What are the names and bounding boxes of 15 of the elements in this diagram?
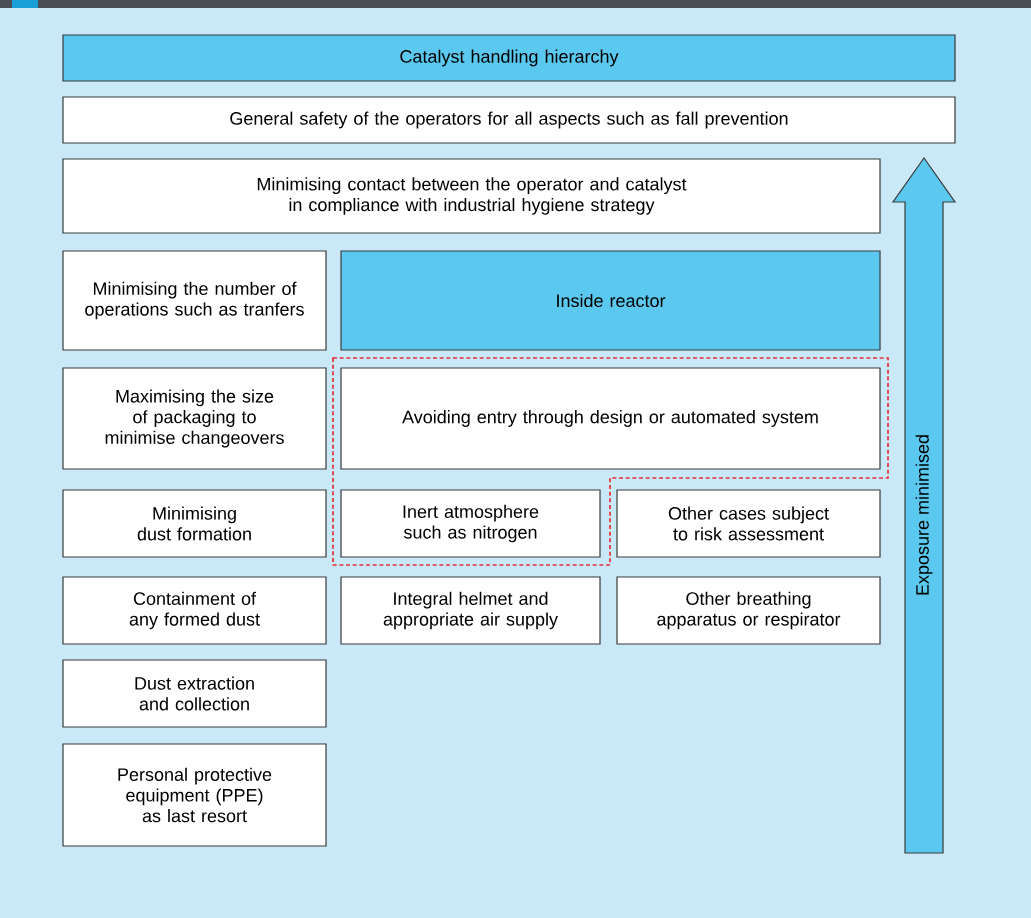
text-box: Inert atmosphere such as nitrogen	[340, 489, 601, 558]
text-box: Maximising the size of packaging to minimise changeovers	[62, 367, 327, 470]
text-box: Minimising dust formation	[62, 489, 327, 558]
text-box: Avoiding entry through design or automated system	[340, 367, 881, 470]
highlight-box: Inside reactor	[340, 250, 881, 351]
text-box: General safety of the operators for all aspects such as fall prevention	[62, 96, 956, 144]
text-box: Dust extraction and collection	[62, 659, 327, 728]
text-box: Minimising contact between the operator and catalyst in compliance with industrial hygiene strategy	[62, 158, 881, 234]
text-box: Integral helmet and appropriate air supply	[340, 576, 601, 645]
text-box: Other breathing apparatus or respirator	[616, 576, 881, 645]
text-box: Personal protective equipment (PPE) as last resort	[62, 743, 327, 847]
text-box: Minimising the number of operations such as tranfers	[62, 250, 327, 351]
text-box: Other cases subject to risk assessment	[616, 489, 881, 558]
text-box: Containment of any formed dust	[62, 576, 327, 645]
heading-box: Catalyst handling hierarchy	[62, 34, 956, 82]
